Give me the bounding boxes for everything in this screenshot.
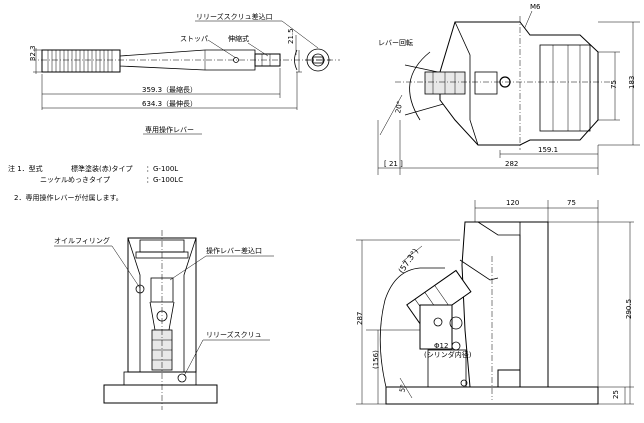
- front-view-drawing: オイルフィリング 操作レバー差込口 リリーズスクリュ: [54, 230, 274, 410]
- dim-min-length: 359.3（最縮長）: [142, 85, 197, 94]
- lever-drawing: 32.3 21.5 リリーズスクリュ差込口 ストッパ 伸縮式 359.3（最縮長…: [29, 12, 340, 135]
- dim-183: 183: [628, 76, 636, 89]
- dim-75-side: 75: [567, 199, 576, 207]
- dim-max-length: 634.3（最伸長）: [142, 99, 197, 108]
- dim-120: 120: [506, 199, 519, 207]
- label-oil-filling: オイルフィリング: [54, 236, 110, 245]
- dim-20deg: 20°: [394, 100, 404, 114]
- label-lever-port: 操作レバー差込口: [206, 246, 262, 255]
- note-2: 2．専用操作レバーが付属します。: [14, 193, 123, 202]
- lever-caption: 専用操作レバー: [145, 125, 194, 134]
- note-1-type-b: ニッケルめっきタイプ: [40, 175, 110, 184]
- side-body: [461, 221, 549, 388]
- note-1-type-a: 標準塗装(赤)タイプ: [71, 164, 132, 173]
- dim-75-top: 75: [610, 80, 618, 89]
- dim-290-5: 290.5: [625, 299, 633, 319]
- dim-287: 287: [356, 312, 364, 325]
- side-view-drawing: 120 75 (57.3°) 287 (156) Φ12 (シリンダ内径) 5°…: [356, 199, 634, 405]
- label-lever-rotation: レバー回転: [378, 39, 413, 47]
- note-1-prefix: 注 1．型式: [8, 164, 43, 173]
- front-base: [103, 384, 218, 404]
- dim-25: 25: [612, 390, 620, 399]
- top-view-drawing: レバー回転 M6 20° 75 183: [377, 3, 640, 175]
- note-1-model-a: ：G-100L: [146, 165, 178, 173]
- notes-block: 注 1．型式 標準塗装(赤)タイプ ：G-100L ニッケルめっきタイプ ：G-…: [8, 164, 183, 202]
- lever-grip: [41, 49, 121, 73]
- note-1-model-b: ：G-100LC: [146, 176, 183, 184]
- dim-cyl-dia-note: (シリンダ内径): [424, 350, 472, 359]
- label-release-port: リリーズスクリュ差込口: [196, 12, 273, 21]
- jack-body-top: [439, 21, 599, 146]
- dim-21-5: 21.5: [287, 28, 295, 44]
- label-telescopic: 伸縮式: [228, 34, 249, 43]
- dim-282: 282: [505, 160, 518, 168]
- dim-cyl-dia: Φ12: [434, 342, 448, 350]
- dim-lever-dia: 32.3: [29, 45, 37, 61]
- oil-filling-plug: [135, 284, 145, 294]
- dim-5deg: 5°: [398, 384, 407, 393]
- dim-159-1: 159.1: [538, 146, 558, 154]
- dim-21: [ 21 ]: [384, 160, 403, 168]
- dim-156: (156): [372, 350, 380, 369]
- label-stopper: ストッパ: [180, 35, 208, 43]
- label-m6: M6: [530, 3, 541, 11]
- label-release-screw: リリーズスクリュ: [206, 330, 262, 339]
